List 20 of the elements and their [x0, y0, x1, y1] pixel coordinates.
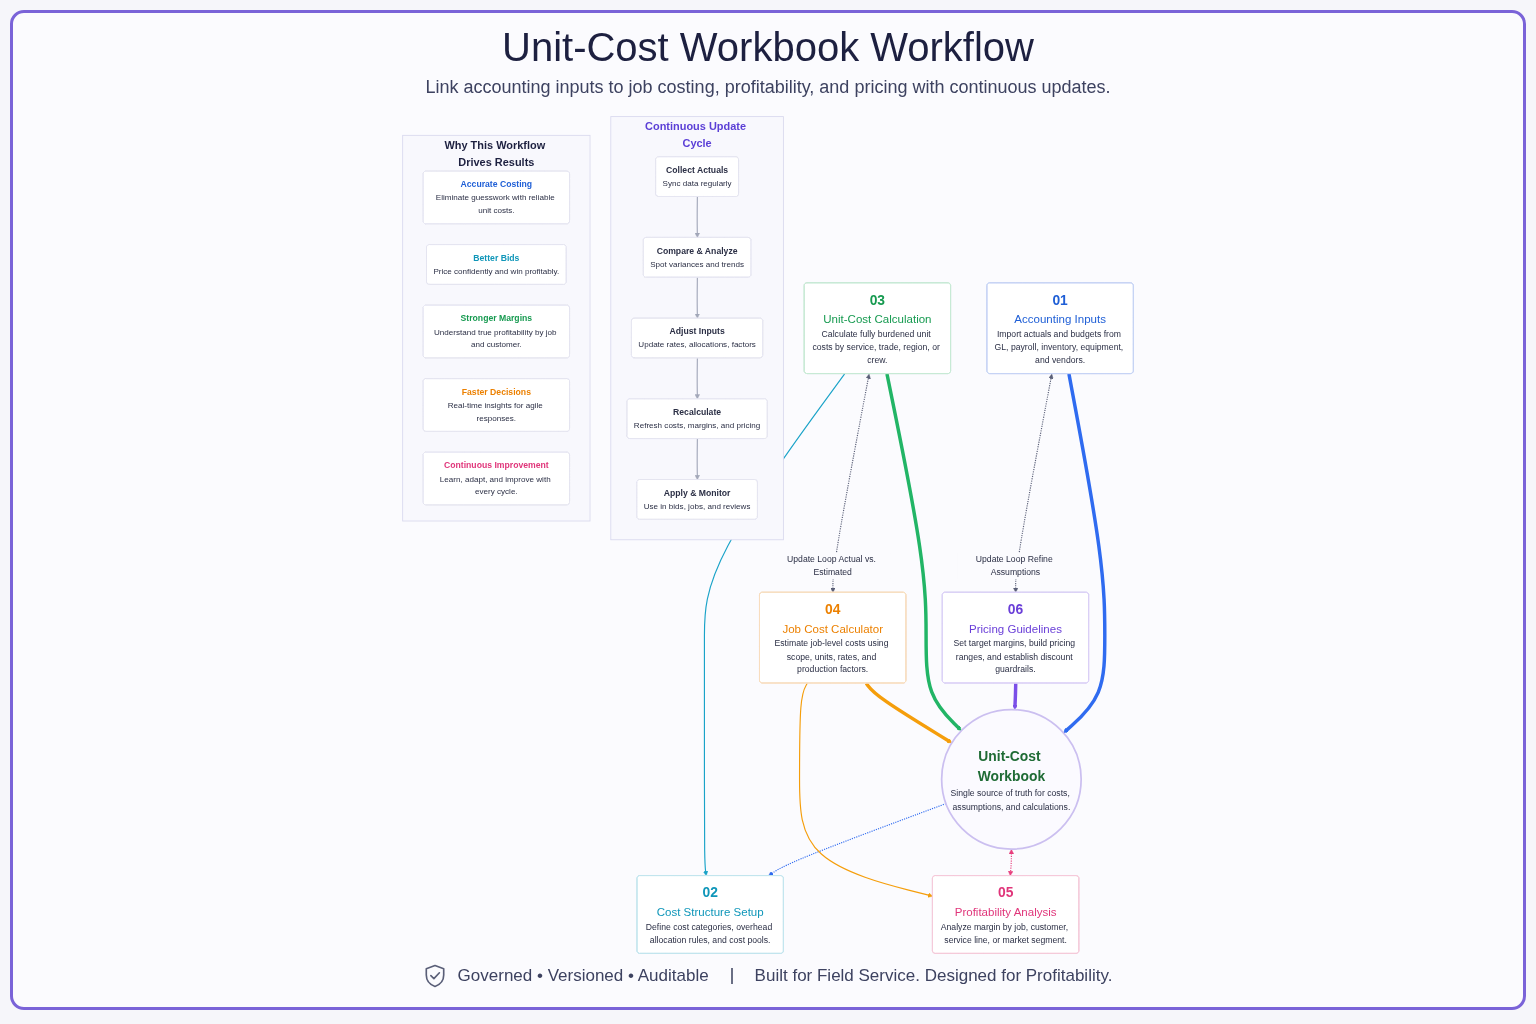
arrow — [694, 196, 700, 238]
arrow — [1008, 849, 1014, 877]
diagram-title: Unit-Cost Workbook Workflow — [502, 24, 1034, 70]
footer-note: Governed • Versioned • Auditable — [457, 965, 709, 987]
arrow — [694, 357, 700, 400]
arrow — [885, 373, 962, 731]
arrow — [694, 438, 700, 481]
edge-label: Update Loop Refine Assumptions — [975, 554, 1053, 577]
arrow — [1013, 373, 1054, 593]
arrow — [830, 373, 871, 593]
subtitle: Link accounting inputs to job costing, profitability, and pricing with continuous updates. — [425, 76, 1111, 98]
edge-label: Update Loop Actual vs. Estimated — [787, 554, 876, 577]
arrow — [864, 682, 953, 744]
arrow — [768, 803, 947, 877]
arrow — [1012, 683, 1018, 710]
arrow — [694, 276, 700, 319]
node-circle: Unit-Cost Workbook Single source of truth for costs, assumptions, and calculations. — [940, 708, 1083, 850]
arrow — [798, 682, 933, 898]
arrow — [1063, 373, 1107, 734]
footer-note: Built for Field Service. Designed for Profitability. — [754, 965, 1113, 987]
